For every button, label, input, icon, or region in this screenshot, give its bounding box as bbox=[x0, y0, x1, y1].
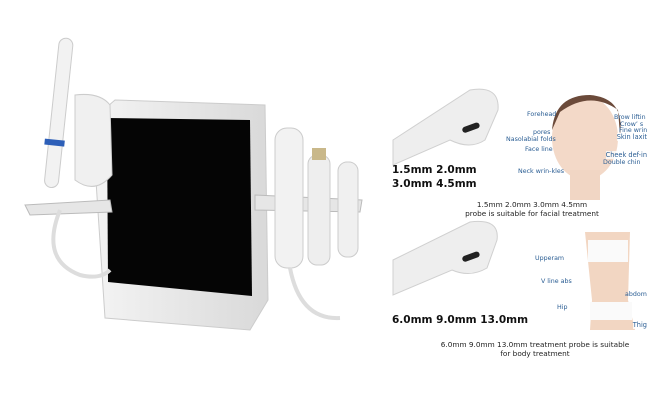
label-neck: Neck wrin-kles bbox=[518, 168, 564, 175]
handpiece-2 bbox=[307, 154, 331, 266]
label-skin: Skin laxit bbox=[616, 133, 647, 141]
label-brow: Brow liftin bbox=[614, 114, 646, 121]
label-nasolabial: Nasolabial folds bbox=[506, 136, 556, 143]
body-sizes: 6.0mm 9.0mm 13.0mm bbox=[392, 314, 529, 326]
handpiece-body bbox=[74, 94, 113, 187]
handpiece-3 bbox=[337, 161, 359, 258]
holder-left bbox=[24, 199, 113, 216]
body-probe bbox=[392, 220, 498, 296]
label-forehead: Forehead bbox=[527, 111, 557, 118]
label-cheek: Cheek def-in bbox=[605, 151, 647, 159]
body-caption: 6.0mm 9.0mm 13.0mm treatment probe is su… bbox=[425, 340, 645, 358]
facial-caption-1: 1.5mm 2.0mm 3.0mm 4.5mm bbox=[476, 200, 588, 209]
label-crows: Crow’ s bbox=[620, 121, 644, 128]
label-upperarm: Upperam bbox=[535, 255, 565, 262]
face-photo bbox=[552, 96, 618, 180]
label-pores: pores bbox=[533, 129, 551, 136]
label-thigh: Thig bbox=[632, 321, 647, 329]
label-hip: Hip bbox=[557, 304, 568, 311]
facial-sizes-2: 3.0mm 4.5mm bbox=[392, 178, 477, 190]
facial-caption-2: probe is suitable for facial treatment bbox=[465, 209, 599, 218]
wand-blue-ring bbox=[44, 138, 65, 147]
label-doublechin: Double chin bbox=[603, 159, 641, 166]
handpiece-wand bbox=[44, 37, 74, 189]
machine-screen bbox=[107, 118, 252, 296]
label-vline: V line abs bbox=[541, 278, 572, 285]
body-caption-1: 6.0mm 9.0mm 13.0mm treatment probe is su… bbox=[440, 340, 630, 349]
facial-sizes-1: 1.5mm 2.0mm bbox=[392, 164, 477, 176]
body-caption-2: for body treatment bbox=[500, 349, 570, 358]
handpiece-1 bbox=[274, 127, 304, 269]
label-fine: Fine wrin bbox=[619, 127, 648, 134]
label-abdomen: abdom bbox=[625, 291, 647, 298]
facial-probe bbox=[392, 88, 499, 166]
label-faceline: Face line bbox=[525, 146, 553, 153]
